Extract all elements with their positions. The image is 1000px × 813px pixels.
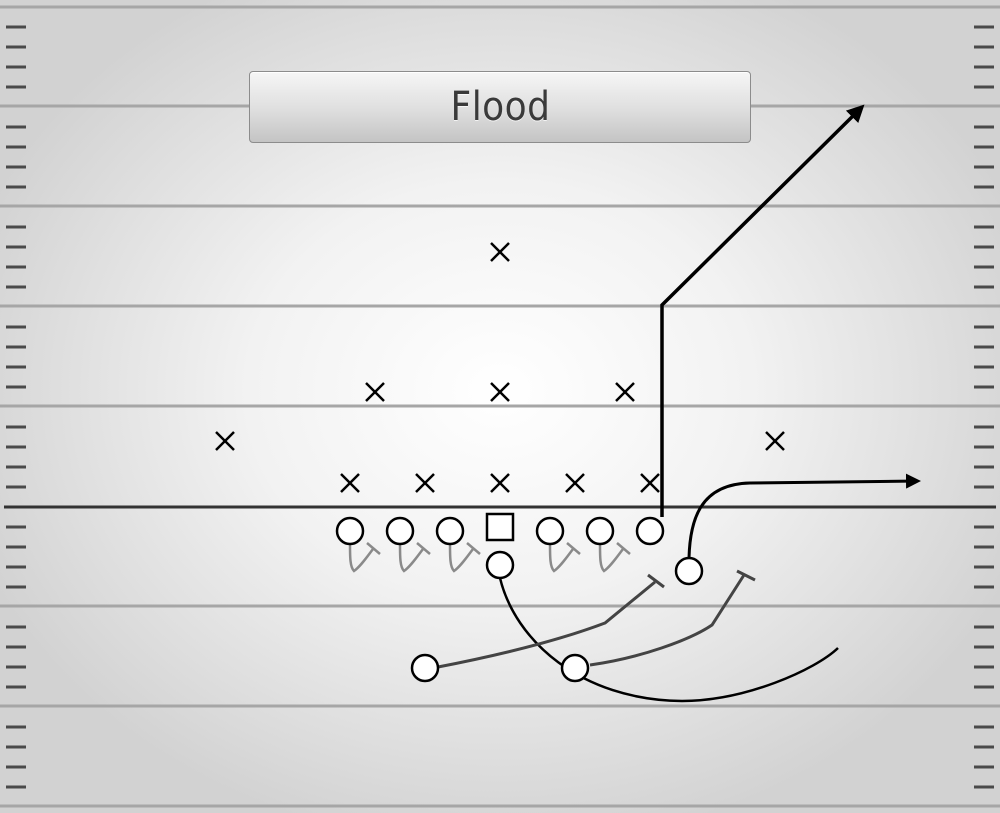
- block-tbar: [616, 542, 631, 555]
- defender-x: [565, 473, 585, 493]
- offensive-player: [635, 516, 665, 546]
- block-tbar: [416, 542, 431, 555]
- defender-x: [215, 431, 235, 451]
- defender-x: [490, 242, 510, 262]
- rb-block-path: [437, 580, 656, 669]
- lineman-block-path: [548, 543, 575, 573]
- defense-players: [215, 242, 785, 493]
- offensive-player: [585, 516, 615, 546]
- offense-players: [335, 512, 704, 683]
- block-tbar: [366, 542, 381, 555]
- defender-x: [340, 473, 360, 493]
- defender-x: [365, 382, 385, 402]
- wing-receiver: [674, 556, 704, 586]
- play-title: Flood: [450, 84, 550, 130]
- yard-lines: [0, 5, 1000, 808]
- lineman-block-path: [398, 543, 425, 573]
- play-title-box: Flood: [249, 71, 751, 143]
- lineman-block-path: [448, 543, 475, 573]
- block-tbar: [566, 542, 581, 555]
- lineman-block-path: [348, 543, 375, 573]
- running-back: [410, 653, 440, 683]
- qb-rollout-route: [498, 577, 839, 703]
- defender-x: [640, 473, 660, 493]
- fullback: [560, 653, 590, 683]
- block-tbar: [647, 573, 665, 589]
- defender-x: [490, 473, 510, 493]
- quarterback: [485, 550, 515, 580]
- defender-x: [765, 431, 785, 451]
- block-tbar: [736, 569, 756, 582]
- defender-x: [490, 382, 510, 402]
- hash-marks: [6, 25, 994, 789]
- block-tbar: [466, 542, 481, 555]
- fb-block-path: [589, 574, 746, 667]
- offensive-player: [385, 516, 415, 546]
- offensive-player: [335, 516, 365, 546]
- blocking-assignments: [348, 542, 756, 669]
- lineman-block-path: [598, 543, 625, 573]
- defender-x: [415, 473, 435, 493]
- offensive-player: [435, 516, 465, 546]
- center-square: [485, 512, 515, 542]
- routes: [498, 104, 921, 703]
- flat-route-arrow: [687, 473, 921, 559]
- defender-x: [615, 382, 635, 402]
- post-route-arrow: [660, 104, 865, 517]
- offensive-player: [535, 516, 565, 546]
